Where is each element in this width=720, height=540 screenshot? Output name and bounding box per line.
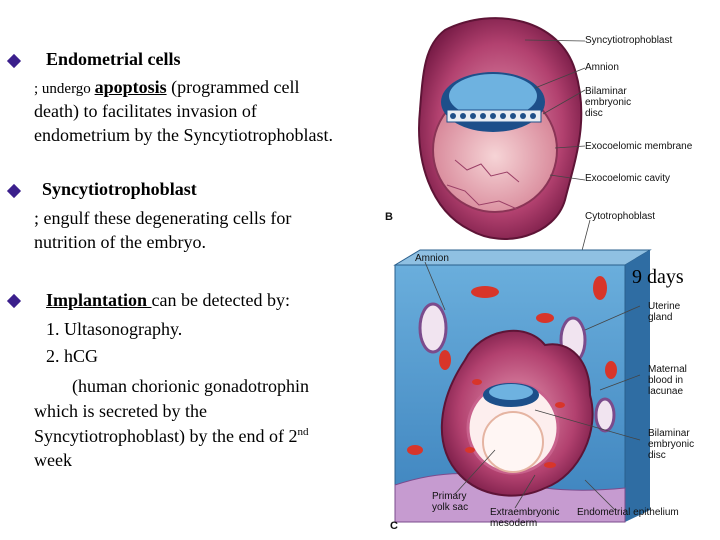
bullet3-item1: 1. Ultasonography. <box>46 319 183 339</box>
bullet1-suffix: (programmed cell <box>166 77 300 97</box>
days-label: 9 days <box>632 266 684 288</box>
embryo-illustration <box>393 17 652 523</box>
bottom-embryo <box>440 329 594 497</box>
bullet1-prefix: ; undergo <box>34 81 95 97</box>
bullet2-line2: nutrition of the embryo. <box>34 232 206 252</box>
label-primary: Primary <box>432 491 467 502</box>
top-blastocyst <box>418 17 583 240</box>
label-maternal: Maternal <box>648 364 687 375</box>
label-syncytiotrophoblast: Syncytiotrophoblast <box>585 35 673 46</box>
bullet1-line3: endometrium by the Syncytiotrophoblast. <box>34 125 333 145</box>
bullet3-heading: Implantation can be detected by: <box>46 289 290 312</box>
label-disc-top: disc <box>585 108 603 119</box>
label-amnion-bottom: Amnion <box>415 253 449 264</box>
bullet2-heading: Syncytiotrophoblast <box>42 179 197 199</box>
label-cytotrophoblast: Cytotrophoblast <box>585 211 656 222</box>
bullet3-line5: Syncytiotrophoblast) by the end of 2nd <box>34 425 308 448</box>
bullet3-item3: (human chorionic gonadotrophin <box>72 376 309 396</box>
label-bilaminar-top: Bilaminar <box>585 86 627 97</box>
bullet3-line6: week <box>34 450 72 470</box>
panel-letter-c: C <box>390 520 398 532</box>
bullet3-heading-rest: can be detected by: <box>151 290 290 310</box>
label-endometrial-epithelium: Endometrial epithelium <box>577 507 679 518</box>
panel-letter-b: B <box>385 211 393 223</box>
bullet-diamond-icon <box>6 53 22 69</box>
embryo-figure: Syncytiotrophoblast Amnion Bilaminar emb… <box>385 10 720 540</box>
label-disc-bottom: disc <box>648 450 666 461</box>
label-lacunae: lacunae <box>648 386 684 397</box>
bullet3-line5-sup: nd <box>297 426 309 438</box>
label-embryonic-top: embryonic <box>585 97 632 108</box>
label-exocoelomic-membrane: Exocoelomic membrane <box>585 141 693 152</box>
bullet1-line2: death) to facilitates invasion of <box>34 101 257 121</box>
label-blood-in: blood in <box>648 375 684 386</box>
label-mesoderm: mesoderm <box>490 518 538 529</box>
label-exocoelomic-cavity: Exocoelomic cavity <box>585 173 671 184</box>
bullet2-line1: ; engulf these degenerating cells for <box>34 208 292 228</box>
bottom-leader-lines <box>424 261 641 511</box>
bullet3-line5-text: Syncytiotrophoblast) by the end of 2 <box>34 426 298 446</box>
bullet3-item2: 2. hCG <box>46 346 99 366</box>
bullet-diamond-icon <box>6 293 22 309</box>
label-amnion-top: Amnion <box>585 62 619 73</box>
label-bilaminar-bottom: Bilaminar <box>648 428 690 439</box>
label-uterine: Uterine <box>648 301 681 312</box>
bullet1-line1: ; undergo apoptosis (programmed cell <box>34 76 300 101</box>
bullet1-heading: Endometrial cells <box>46 49 181 69</box>
apoptosis-term: apoptosis <box>94 77 167 97</box>
bullet-diamond-icon <box>6 183 22 199</box>
label-gland: gland <box>648 312 673 323</box>
label-extraembryonic: Extraembryonic <box>490 507 560 518</box>
label-yolk-sac: yolk sac <box>432 502 469 513</box>
bullet3-line4: which is secreted by the <box>34 401 207 421</box>
implantation-term: Implantation <box>46 290 152 310</box>
label-embryonic-bottom: embryonic <box>648 439 695 450</box>
